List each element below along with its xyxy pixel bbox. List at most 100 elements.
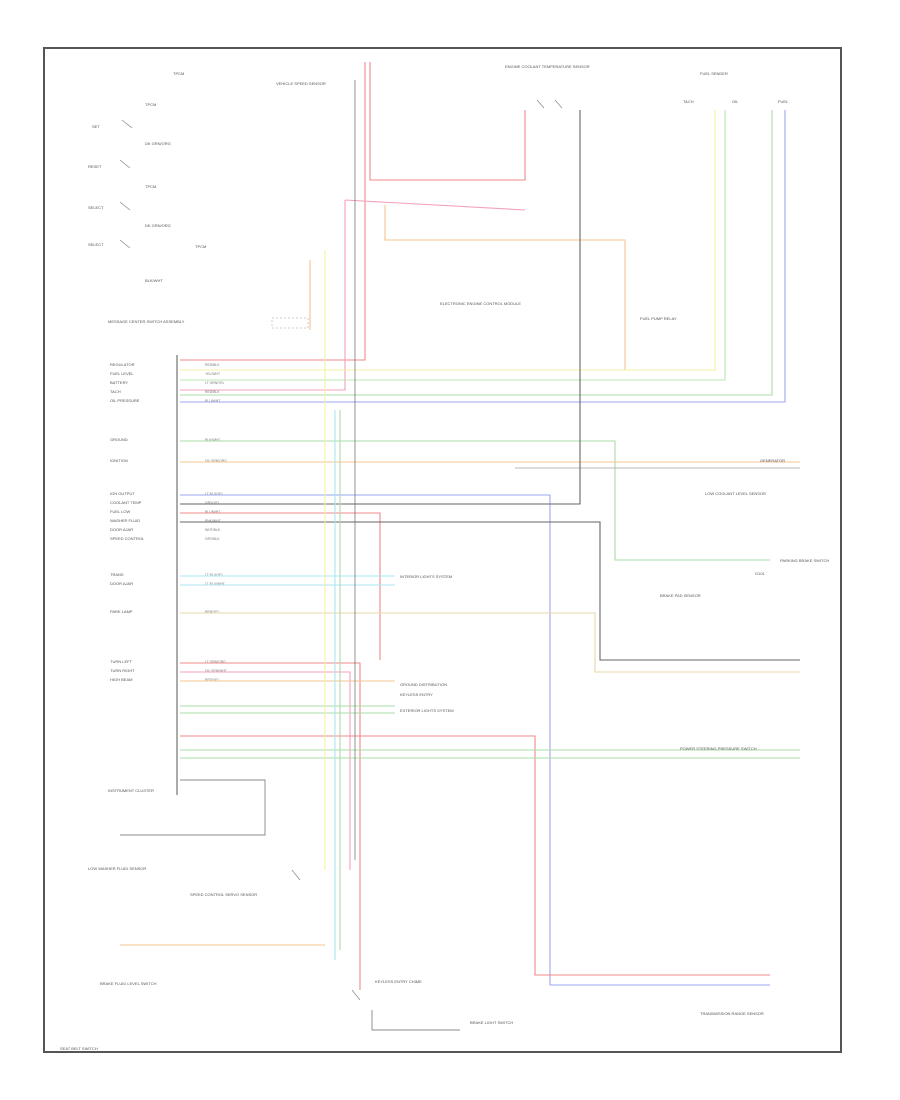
brake-fluid-switch-label: BRAKE FLUID LEVEL SWITCH <box>100 981 157 986</box>
pin-wire-11: WHT/BLK <box>205 528 221 532</box>
wire-yellow-fuel-level <box>180 110 716 371</box>
speed-control-sensor-label: SPEED CONTROL SERVO SENSOR <box>190 892 257 897</box>
pin-wire-3: RED/BLK <box>205 390 220 394</box>
pin-name-1: FUEL LEVEL <box>110 371 134 376</box>
pin-wire-7: LT BLU/YEL <box>205 492 224 496</box>
tpcm-sub-label: TPCM <box>145 102 156 107</box>
pin-name-4: OIL PRESSURE <box>110 398 140 403</box>
tpcm-label: TPCM <box>173 71 184 76</box>
tpcm2-label: TPCM <box>195 244 206 249</box>
speed-control-switch-icon <box>291 869 301 881</box>
pin-name-9: FUEL LOW <box>110 509 131 514</box>
diagram-border <box>43 47 842 1053</box>
wire-pink-turn-right <box>180 671 351 870</box>
pin-wire-10: PNK/WHT <box>205 519 221 523</box>
wire-blue-oil <box>180 110 786 403</box>
oil-label: OIL <box>732 99 739 104</box>
ground-label: G101 <box>755 571 766 576</box>
wire-red-brake-pad <box>180 735 770 976</box>
wire-red-left-drop <box>180 62 366 361</box>
pin-wire-14: LT BLU/WHT <box>205 582 225 586</box>
set-wire-label: DK GRN/ORG <box>145 141 171 146</box>
pin-wire-2: LT GRN/YEL <box>205 381 225 385</box>
brake-light-switch-label: BRAKE LIGHT SWITCH <box>470 1020 513 1025</box>
wire-orange-fuel-pump <box>384 205 626 370</box>
reset-label: RESET <box>88 164 102 169</box>
wire-red-top-loop <box>369 62 526 181</box>
generator-label: GENERATOR <box>760 458 785 463</box>
power-steering-label: POWER STEERING PRESSURE SWITCH <box>680 746 757 751</box>
sw-pin-label: BLK/WHT <box>145 278 163 283</box>
reset-switch-icon <box>119 159 131 169</box>
wires <box>120 62 800 990</box>
coolant-sensor-label: ENGINE COOLANT TEMPERATURE SENSOR <box>505 64 590 69</box>
pin-name-13: TRANS <box>110 572 124 577</box>
pin-wire-13: LT BLU/YEL <box>205 573 224 577</box>
tach-label: TACH <box>683 99 694 104</box>
pin-wire-15: BRN/YEL <box>205 610 220 614</box>
pin-name-18: HIGH BEAM <box>110 677 132 682</box>
pin-wire-6: DK GRN/ORG <box>205 459 227 463</box>
fuel-pump-label: FUEL PUMP RELAY <box>640 316 677 321</box>
transmission-range-label: TRANSMISSION RANGE SENSOR <box>700 1011 764 1016</box>
pin-name-10: WASHER FLUID <box>110 518 140 523</box>
set-switch-icon <box>121 119 133 129</box>
wire-lightgreen-battery <box>180 110 726 381</box>
pin-name-17: TURN RIGHT <box>110 668 135 673</box>
pin-wire-8: GRY/YEL <box>205 501 220 505</box>
pin-name-8: COOLANT TEMP <box>110 500 142 505</box>
pin-name-14: DOOR AJAR <box>110 581 133 586</box>
wire-black-door-ajar <box>180 521 800 661</box>
wire-green-exterior <box>180 705 395 714</box>
parking-brake-label: PARKING BRAKE SWITCH <box>780 558 829 563</box>
pin-wire-18: RED/YEL <box>205 678 220 682</box>
cluster-connector: REGULATOR FUEL LEVEL BATTERY TACH OIL PR… <box>110 355 227 795</box>
wire-tan-park <box>180 612 800 673</box>
interior-lights-label: INTERIOR LIGHTS SYSTEM <box>400 574 452 579</box>
brake-light-switch-icon <box>351 989 361 1001</box>
electronic-controls-label: ELECTRONIC ENGINE CONTROL MODULE <box>440 301 521 306</box>
wire-green-ignition <box>180 440 770 561</box>
keyless-entry-label: KEYLESS ENTRY <box>400 692 433 697</box>
wire-green-tach <box>180 110 773 396</box>
pin-name-5: GROUND <box>110 437 128 442</box>
instrument-cluster-label: INSTRUMENT CLUSTER <box>108 788 154 793</box>
wire-black-fuel-low <box>180 110 581 505</box>
pin-name-6: IGNITION <box>110 458 128 463</box>
pin-wire-0: RED/BLK <box>205 363 220 367</box>
coolant-switch-icon <box>536 99 563 109</box>
select-label: SELECT <box>88 205 104 210</box>
wire-red-turn-left <box>180 662 361 990</box>
message-center-switch-label: MESSAGE CENTER SWITCH ASSEMBLY <box>108 319 185 324</box>
fuel-sender-label: FUEL SENDER <box>700 71 728 76</box>
wire-cyan-trans <box>180 575 395 586</box>
pin-name-11: DOOR AJAR <box>110 527 133 532</box>
pin-wire-12: GRY/BLK <box>205 537 220 541</box>
wire-pink-regulator <box>180 199 526 391</box>
wire-blue-coolant <box>180 494 770 986</box>
pin-wire-5: BLK/WHT <box>205 438 220 442</box>
ground-distribution-label: GROUND DISTRIBUTION <box>400 682 447 687</box>
fuel-label: FUEL <box>778 99 789 104</box>
pin-name-0: REGULATOR <box>110 362 135 367</box>
wire-green-power-steering <box>180 749 800 759</box>
brake-light-switch-wire <box>371 1010 460 1031</box>
pin-wire-4: BLU/WHT <box>205 399 220 403</box>
pin-name-2: BATTERY <box>110 380 128 385</box>
select-wire-label: DK GRN/ORG <box>145 223 171 228</box>
pin-wire-16: LT GRN/ORG <box>205 660 226 664</box>
left-switch-group: TPCM TPCM SET DK GRN/ORG RESET TPCM SELE… <box>88 71 309 329</box>
pin-name-7: IGN OUTPUT <box>110 491 135 496</box>
brake-pad-sensor-label: BRAKE PAD SENSOR <box>660 593 701 598</box>
select2-switch-icon <box>119 239 131 249</box>
cluster-connector-bar <box>176 355 178 795</box>
keyless-chime-label: KEYLESS ENTRY CHIME <box>375 979 422 984</box>
select2-label: SELECT <box>88 242 104 247</box>
set-label: SET <box>92 124 100 129</box>
low-washer-fluid-label: LOW WASHER FLUID SENSOR <box>88 866 146 871</box>
seat-belt-label: SEAT BELT SWITCH <box>60 1046 98 1051</box>
wire-black-keyless <box>120 779 266 836</box>
speed-sensor-label: VEHICLE SPEED SENSOR <box>276 81 326 86</box>
pin-name-12: SPEED CONTROL <box>110 536 145 541</box>
